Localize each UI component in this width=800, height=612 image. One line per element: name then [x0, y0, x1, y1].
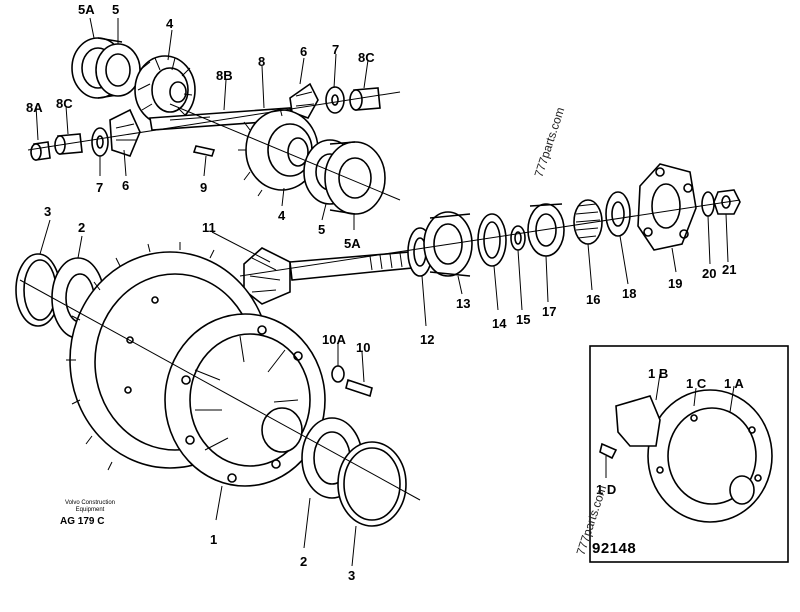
callout-c21: 21 [722, 262, 736, 277]
callout-c5a-top: 5A [78, 2, 95, 17]
callout-c16: 16 [586, 292, 600, 307]
manufacturer-line-1: Volvo Construction [64, 500, 116, 506]
callout-c8: 8 [258, 54, 265, 69]
drawing-code: AG 179 C [60, 516, 105, 527]
callout-c1c: 1 C [686, 376, 707, 391]
part-8a-bushing [30, 141, 51, 161]
part-1-differential-case [164, 313, 326, 487]
callout-c20: 20 [702, 266, 716, 281]
manufacturer-line-2: Equipment [75, 507, 105, 513]
callout-c9: 9 [200, 180, 207, 195]
callout-c6-left: 6 [122, 178, 129, 193]
inset-part-number: 92148 [592, 540, 637, 557]
part-7-left-washer [91, 127, 109, 157]
callout-c18: 18 [622, 286, 636, 301]
center-lines [19, 91, 741, 501]
callout-c10: 10 [356, 340, 370, 355]
callout-c17: 17 [542, 304, 556, 319]
part-19-companion-flange [637, 163, 697, 251]
part-9-pin [192, 145, 216, 157]
callout-c2-bottom: 2 [300, 554, 307, 569]
callout-c7-left: 7 [96, 180, 103, 195]
callout-c6-top: 6 [300, 44, 307, 59]
part-15-shim [510, 225, 526, 251]
callout-c5a-mid: 5A [344, 236, 361, 251]
callout-c1d: 1 D [596, 482, 616, 497]
part-16-roller-bearing [573, 199, 603, 245]
part-5a-mid-race [324, 141, 386, 215]
callout-c1b: 1 B [648, 366, 668, 381]
leader-lines [35, 17, 735, 567]
callout-c4-mid: 4 [278, 208, 286, 223]
part-10a-washer [331, 365, 345, 383]
part-6-left-pinion [109, 108, 141, 157]
callout-c14: 14 [492, 316, 507, 331]
callout-c4-top: 4 [166, 16, 174, 31]
callout-c11: 11 [202, 220, 216, 235]
part-17-bearing-cup [527, 203, 565, 257]
callout-c2-top: 2 [78, 220, 85, 235]
callout-c10a: 10A [322, 332, 346, 347]
part-5-top-bearing [95, 43, 141, 97]
callout-c19: 19 [668, 276, 682, 291]
callout-c8a: 8A [26, 100, 43, 115]
callout-c8c-top: 8C [358, 50, 375, 65]
part-8c-top-bushing [349, 87, 381, 111]
callout-c1: 1 [210, 532, 217, 547]
watermark-top: 777parts.com [532, 105, 568, 178]
part-18-seal [605, 191, 631, 237]
callout-c12: 12 [420, 332, 434, 347]
part-6-top-pinion [289, 82, 319, 119]
part-4-top-side-gear [134, 55, 196, 125]
part-4-mid-side-gear [238, 107, 319, 197]
callout-c15: 15 [516, 312, 530, 327]
callout-c3-bottom: 3 [348, 568, 355, 583]
callout-c7-top: 7 [332, 42, 339, 57]
part-10-bolt [345, 378, 373, 398]
callout-c5-mid: 5 [318, 222, 325, 237]
manufacturer-label: Volvo Construction Equipment [55, 500, 125, 514]
callout-c13: 13 [456, 296, 470, 311]
part-7-top-washer [325, 86, 345, 114]
part-11-drive-pinion [243, 247, 413, 305]
part-14-race [477, 213, 507, 267]
inset-case-assembly [599, 389, 773, 523]
callout-c5-top: 5 [112, 2, 119, 17]
callout-c8c-left: 8C [56, 96, 73, 111]
callout-c1a: 1 A [724, 376, 744, 391]
callout-c8b: 8B [216, 68, 233, 83]
callout-c3-top: 3 [44, 204, 51, 219]
part-3-bottom-ring [337, 441, 407, 527]
